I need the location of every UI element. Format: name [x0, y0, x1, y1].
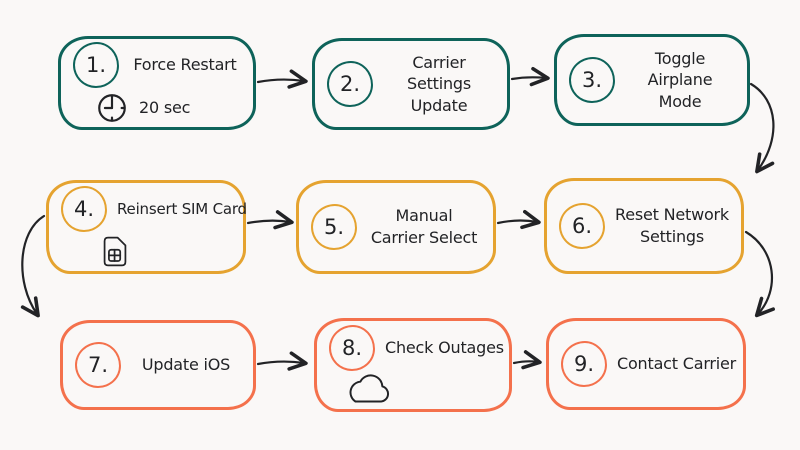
step-6-label: Reset Network Settings	[615, 205, 729, 246]
step-3-number-badge: 3.	[569, 57, 615, 103]
step-1-number-badge: 1.	[73, 41, 119, 88]
arrow-6-9	[744, 230, 775, 318]
step-box-8: 8. Check Outages	[314, 318, 512, 412]
arrow-4-7	[20, 214, 46, 318]
step-7-number-badge: 7.	[75, 342, 121, 388]
step-5-number-badge: 5.	[311, 204, 357, 250]
step-2-number-badge: 2.	[327, 61, 373, 107]
arrow-8-9	[512, 350, 542, 370]
step-2-label: Carrier Settings Update	[406, 52, 472, 115]
arrow-5-6	[496, 209, 541, 230]
step-8-number-badge: 8.	[329, 324, 375, 371]
step-9-number-badge: 9.	[561, 341, 607, 387]
step-4-number-badge: 4.	[61, 186, 107, 232]
step-box-1: 1. Force Restart 20 sec	[58, 36, 256, 130]
clock-icon	[95, 91, 129, 125]
step-box-9: 9. Contact Carrier	[546, 318, 746, 410]
sim-card-icon	[101, 235, 129, 268]
cloud-icon	[341, 370, 395, 406]
step-5-label: Manual Carrier Select	[370, 206, 478, 247]
step-8-label: Check Outages	[385, 337, 504, 357]
step-box-4: 4. Reinsert SIM Card	[46, 180, 247, 274]
step-box-3: 3. Toggle Airplane Mode	[554, 34, 750, 126]
step-box-5: 5. Manual Carrier Select	[296, 180, 496, 274]
arrow-1-2	[256, 69, 308, 89]
arrow-2-3	[510, 66, 550, 87]
step-box-7: 7. Update iOS	[60, 320, 256, 410]
step-4-label: Reinsert SIM Card	[117, 199, 247, 218]
step-7-label: Update iOS	[141, 355, 231, 375]
step-6-number-badge: 6.	[559, 203, 605, 249]
arrow-7-8	[256, 351, 308, 371]
step-1-label: Force Restart	[133, 54, 237, 74]
step-1-sub-label: 20 sec	[139, 98, 191, 117]
step-9-label: Contact Carrier	[617, 354, 737, 374]
arrow-3-6	[749, 82, 775, 174]
step-box-6: 6. Reset Network Settings	[544, 178, 744, 274]
step-box-2: 2. Carrier Settings Update	[312, 38, 510, 130]
step-3-label: Toggle Airplane Mode	[647, 48, 713, 111]
arrow-4-5	[246, 210, 294, 230]
